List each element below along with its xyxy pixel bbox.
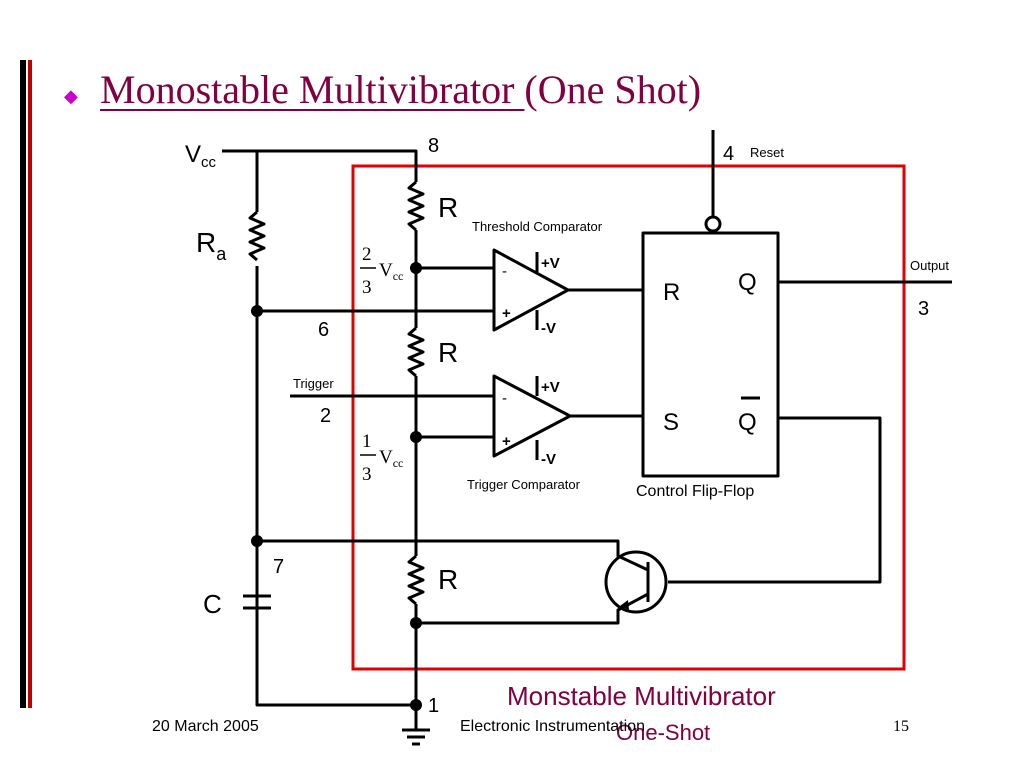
caption-line-1: Monstable Multivibrator [507, 681, 776, 711]
page-number: 15 [893, 718, 909, 735]
threshold-comparator-symbol [492, 248, 570, 332]
pin-1-label: 1 [428, 695, 439, 717]
frac-one-vcc: Vcc [379, 447, 403, 470]
flip-flop-r-input: R [663, 279, 680, 306]
resistor-mid-label: R [438, 337, 458, 368]
capacitor-label: C [203, 589, 222, 619]
node-threshold-ref [410, 262, 422, 274]
frac-two-num: 2 [362, 244, 372, 265]
discharge-transistor-icon [604, 550, 668, 614]
vcc-label: Vcc [185, 141, 217, 171]
frac-two-den: 3 [362, 277, 372, 298]
slide-title-underlined: Monostable Multivibrator [100, 67, 525, 112]
pin-2-label: 2 [320, 405, 331, 427]
output-label: Output [910, 258, 949, 273]
node-trigger-ref [410, 431, 422, 443]
footer-title: Electronic Instrumentation [460, 718, 645, 735]
capacitor-symbol [243, 594, 271, 610]
ra-cap-wire [255, 266, 416, 707]
slide-title: Monostable Multivibrator (One Shot) [100, 66, 701, 113]
trigger-plus-v: +V [541, 379, 560, 396]
trigger-label: Trigger [293, 376, 334, 391]
control-flip-flop-label: Control Flip-Flop [636, 483, 754, 500]
node-emitter [410, 617, 422, 629]
resistor-ra [248, 210, 266, 262]
flip-flop-s-input: S [663, 409, 679, 436]
threshold-plus-v: +V [541, 255, 560, 272]
resistor-bottom-label: R [438, 564, 458, 595]
emitter-arrow-icon [620, 600, 629, 610]
resistor-top-label: R [438, 192, 458, 223]
pin-8-label: 8 [428, 135, 439, 157]
reset-inversion-bubble [704, 215, 722, 233]
flip-flop-q-output: Q [738, 269, 757, 296]
threshold-minus-sign: - [502, 263, 507, 280]
trigger-comparator-symbol [492, 374, 572, 458]
resistor-top [407, 180, 425, 232]
node-pin1 [410, 699, 422, 711]
trigger-comparator-label: Trigger Comparator [467, 477, 581, 492]
pin-6-label: 6 [318, 319, 329, 341]
node-pin6 [251, 305, 263, 317]
trigger-minus-v: -V [541, 451, 556, 468]
frac-one-den: 3 [362, 464, 372, 485]
caption-line-2: One-Shot [616, 720, 710, 745]
frac-one-num: 1 [362, 431, 372, 452]
flip-flop-qbar-output: Q [738, 409, 757, 436]
trigger-plus-sign: + [502, 433, 511, 450]
left-border-bar-red [28, 60, 32, 708]
slide-title-rest: (One Shot) [524, 67, 702, 112]
frac-two-vcc: Vcc [379, 260, 403, 283]
transistor-emitter-wire [416, 592, 649, 625]
vcc-wire [222, 149, 418, 182]
threshold-minus-v: -V [541, 320, 556, 337]
transistor-collector-wire [257, 539, 649, 572]
pin-4-label: 4 [723, 143, 734, 165]
pin-7-label: 7 [273, 556, 284, 578]
ground-icon [402, 728, 430, 746]
footer-date: 20 March 2005 [152, 718, 259, 735]
qbar-to-transistor-wire [668, 416, 882, 584]
node-pin7 [251, 535, 263, 547]
internal-555-box [351, 164, 906, 671]
reset-label: Reset [750, 145, 784, 160]
trigger-minus-sign: - [502, 390, 507, 407]
ra-label: Ra [196, 227, 227, 264]
resistor-bottom [407, 554, 425, 606]
threshold-comparator-label: Threshold Comparator [472, 219, 603, 234]
diamond-bullet-icon: ◆ [64, 86, 78, 107]
left-border-bar-black [20, 60, 26, 708]
resistor-mid [407, 326, 425, 378]
control-flip-flop-box [641, 231, 780, 478]
pin-3-label: 3 [918, 298, 929, 320]
threshold-plus-sign: + [502, 305, 511, 322]
